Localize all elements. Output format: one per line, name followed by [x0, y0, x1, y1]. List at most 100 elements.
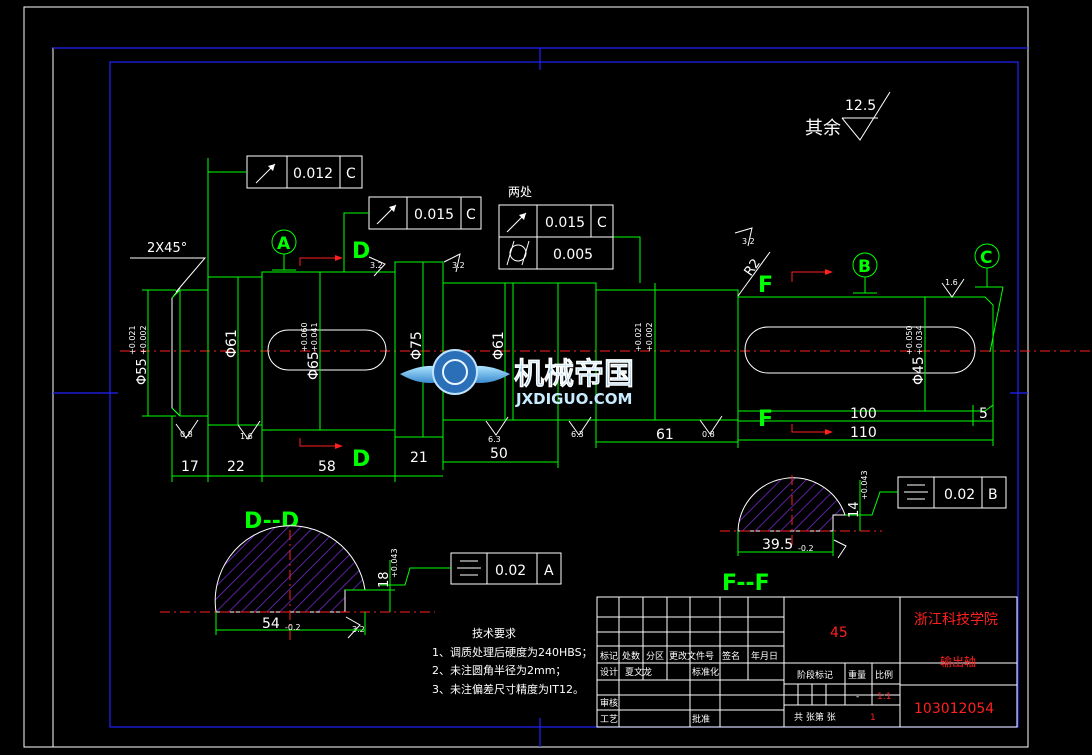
- svg-text:61: 61: [656, 427, 674, 443]
- diameter-dim-55: Φ55 +0.021 +0.002: [128, 289, 176, 417]
- tolerance-frame-runout-two-places: 两处 0.015 C: [498, 185, 641, 283]
- section-marker-f-bottom: F: [758, 407, 833, 435]
- svg-text:B: B: [858, 257, 871, 277]
- svg-text:设计: 设计: [600, 666, 618, 678]
- svg-text:D: D: [352, 447, 370, 472]
- chamfer-dimension: 2X45°: [130, 241, 207, 293]
- section-marker-f-top: F: [758, 269, 833, 298]
- svg-text:Φ61: Φ61: [491, 331, 507, 360]
- watermark-logo: 机械帝国 JXDIGUO.COM: [400, 349, 634, 408]
- svg-text:分区: 分区: [646, 651, 664, 662]
- svg-text:标记: 标记: [600, 650, 618, 662]
- svg-text:机械帝国: 机械帝国: [514, 357, 634, 392]
- title-block: 45 浙江科技学院 输出轴 103012054 标记 处数 分区 更改文件号 签…: [596, 596, 1018, 728]
- tolerance-frame-runout-top: 0.012 C: [207, 155, 363, 290]
- svg-text:17: 17: [181, 459, 199, 475]
- svg-text:C: C: [597, 215, 607, 231]
- svg-text:签名: 签名: [722, 650, 740, 662]
- svg-text:审核: 审核: [600, 697, 618, 709]
- svg-text:F: F: [758, 407, 773, 432]
- length-dimensions: 17 22 58 21 50 61 100 110 5: [171, 405, 994, 482]
- tech-requirements: 技术要求 1、调质处理后硬度为240HBS； 2、未注圆角半径为2mm； 3、未…: [432, 627, 593, 696]
- keyway-left: [267, 329, 387, 371]
- diameter-dim-61-left: Φ61: [224, 277, 240, 425]
- svg-text:1: 1: [870, 713, 876, 723]
- diameter-dim-75: Φ75: [409, 262, 425, 437]
- svg-text:A: A: [544, 563, 554, 579]
- svg-text:处数: 处数: [622, 650, 640, 662]
- svg-text:+0.002: +0.002: [645, 322, 654, 352]
- svg-text:6.3: 6.3: [571, 430, 584, 439]
- tolerance-frame-cylindricity: 0.005: [498, 236, 614, 270]
- svg-text:浙江科技学院: 浙江科技学院: [914, 612, 998, 628]
- svg-text:Φ75: Φ75: [409, 331, 425, 360]
- section-f-f: F--F 39.5 -0.2 14 +0.043: [720, 470, 882, 596]
- svg-text:年月日: 年月日: [751, 650, 778, 662]
- svg-text:-: -: [856, 692, 859, 702]
- svg-text:C: C: [346, 166, 356, 182]
- svg-text:0.8: 0.8: [180, 430, 193, 439]
- svg-text:1.6: 1.6: [240, 432, 253, 441]
- datum-a: A: [271, 229, 297, 271]
- tolerance-frame-symmetry-a: 0.02 A: [380, 552, 562, 586]
- svg-text:+0.041: +0.041: [310, 322, 319, 352]
- svg-text:0.02: 0.02: [944, 487, 975, 503]
- svg-text:100: 100: [850, 406, 877, 422]
- svg-text:2、未注圆角半径为2mm；: 2、未注圆角半径为2mm；: [432, 663, 566, 677]
- svg-text:D: D: [352, 239, 370, 264]
- svg-text:3、未注偏差尺寸精度为IT12。: 3、未注偏差尺寸精度为IT12。: [432, 682, 584, 696]
- svg-text:1:1: 1:1: [877, 692, 891, 702]
- svg-text:103012054: 103012054: [914, 701, 994, 717]
- svg-text:18: 18: [377, 571, 392, 588]
- svg-text:-0.2: -0.2: [285, 623, 301, 632]
- svg-text:Φ65: Φ65: [306, 351, 322, 380]
- svg-text:14: 14: [847, 501, 862, 518]
- svg-text:+0.002: +0.002: [139, 325, 148, 355]
- svg-text:39.5: 39.5: [762, 537, 793, 553]
- svg-text:F--F: F--F: [722, 571, 770, 596]
- svg-text:+0.021: +0.021: [128, 325, 137, 355]
- svg-text:0.012: 0.012: [293, 166, 333, 182]
- svg-text:阶段标记: 阶段标记: [797, 669, 833, 681]
- diameter-dim-61-tol: +0.021 +0.002: [634, 283, 656, 420]
- svg-text:0.8: 0.8: [702, 430, 715, 439]
- inner-frame: [109, 61, 1019, 728]
- svg-text:其余: 其余: [805, 118, 841, 139]
- svg-text:3.2: 3.2: [370, 261, 383, 270]
- svg-text:C: C: [980, 248, 992, 268]
- svg-text:+0.043: +0.043: [860, 470, 869, 500]
- svg-text:2X45°: 2X45°: [147, 241, 187, 256]
- svg-text:更改文件号: 更改文件号: [669, 650, 714, 662]
- diameter-dim-61-mid: Φ61: [491, 283, 507, 420]
- svg-text:22: 22: [227, 459, 245, 475]
- svg-text:1、调质处理后硬度为240HBS；: 1、调质处理后硬度为240HBS；: [432, 645, 593, 659]
- diameter-dim-65: Φ65 +0.060 +0.041: [300, 272, 322, 430]
- svg-text:+0.060: +0.060: [300, 322, 309, 352]
- section-d-d: D--D 54 -0.2 18 +0.043: [160, 509, 435, 640]
- svg-text:Φ45: Φ45: [911, 356, 927, 385]
- svg-text:1.6: 1.6: [945, 278, 958, 287]
- svg-text:批准: 批准: [692, 713, 710, 725]
- svg-text:标准化: 标准化: [692, 666, 719, 678]
- svg-text:Φ61: Φ61: [224, 329, 240, 358]
- svg-text:B: B: [988, 487, 998, 503]
- svg-text:0.015: 0.015: [414, 207, 454, 223]
- datum-b: B: [852, 252, 878, 294]
- svg-text:Φ55: Φ55: [135, 358, 150, 385]
- svg-text:输出轴: 输出轴: [940, 654, 976, 669]
- svg-text:比例: 比例: [875, 669, 893, 681]
- svg-text:共 张第 张: 共 张第 张: [794, 711, 836, 723]
- surface-finish-note: 其余 12.5: [805, 91, 891, 141]
- svg-text:0.015: 0.015: [545, 215, 585, 231]
- section-marker-d-bottom: D: [299, 438, 370, 472]
- svg-text:工艺: 工艺: [600, 714, 618, 725]
- svg-text:技术要求: 技术要求: [472, 627, 516, 640]
- svg-text:6.3: 6.3: [488, 435, 501, 444]
- section-marker-d-top: D: [299, 239, 370, 266]
- keyway-right: [744, 326, 976, 374]
- svg-text:-0.2: -0.2: [798, 544, 814, 553]
- svg-text:夏文龙: 夏文龙: [625, 666, 652, 678]
- svg-text:110: 110: [850, 425, 877, 441]
- svg-text:两处: 两处: [508, 185, 532, 199]
